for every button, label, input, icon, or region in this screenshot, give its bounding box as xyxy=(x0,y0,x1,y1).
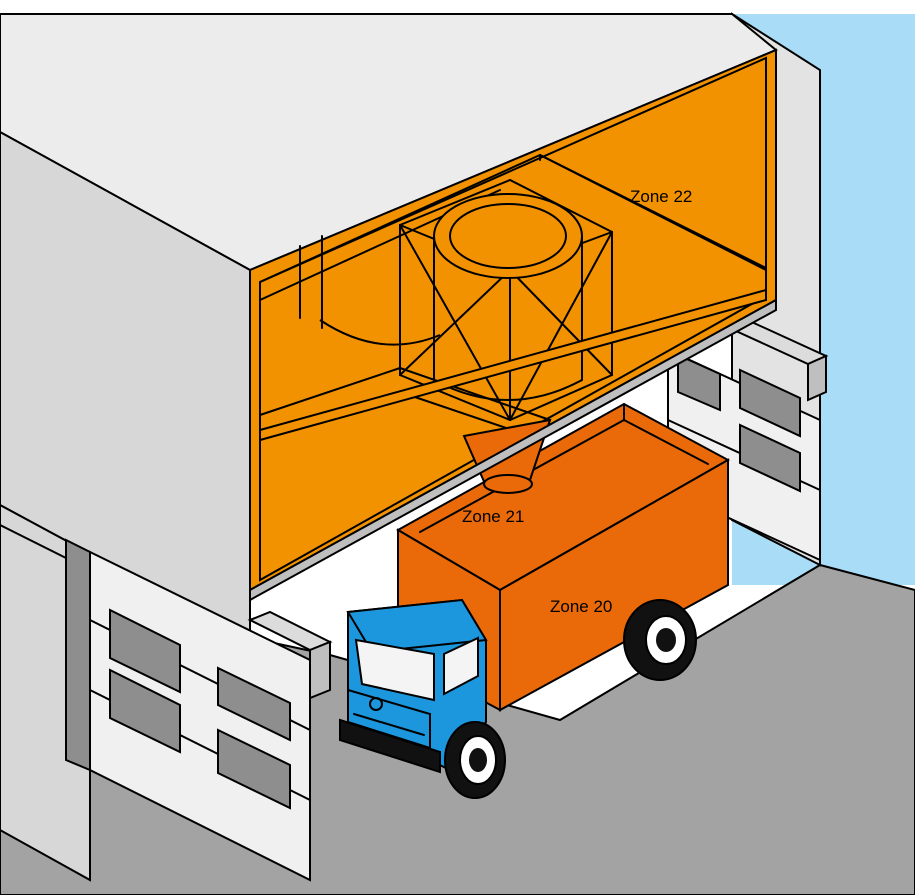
zone-20-label: Zone 20 xyxy=(550,597,612,616)
zone-22-label: Zone 22 xyxy=(630,187,692,206)
zone-21-label: Zone 21 xyxy=(462,507,524,526)
truck-rear-wheels xyxy=(624,600,696,680)
